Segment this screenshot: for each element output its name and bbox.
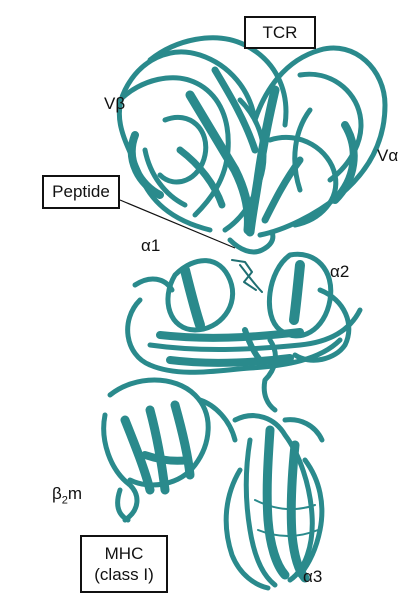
mhc-box-line1: MHC (105, 543, 144, 564)
mhc-box-line2: (class I) (94, 564, 154, 585)
alpha1-label: α1 (141, 236, 160, 256)
tcr-box: TCR (244, 16, 316, 49)
mhc-box: MHC (class I) (80, 535, 168, 593)
peptide-box: Peptide (42, 175, 120, 209)
beta2m-label-tail: m (68, 484, 82, 503)
alpha3-label: α3 (303, 567, 322, 587)
beta2m-label: β2m (52, 484, 82, 506)
tcr-box-label: TCR (263, 22, 298, 43)
beta2m-label-base: β (52, 484, 62, 503)
vbeta-label: Vβ (104, 94, 125, 114)
peptide-box-label: Peptide (52, 181, 110, 202)
alpha2-label: α2 (330, 262, 349, 282)
valpha-label: Vα (377, 146, 398, 166)
